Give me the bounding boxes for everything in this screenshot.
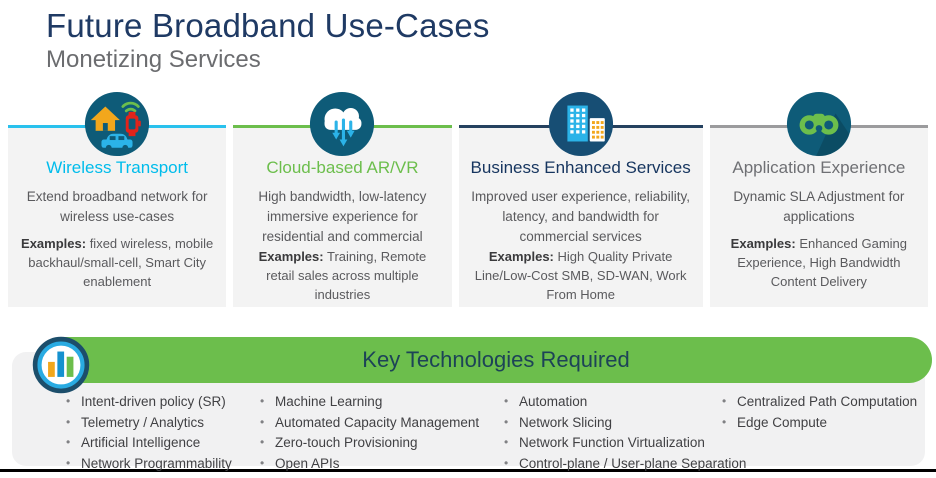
page-title: Future Broadband Use-Cases xyxy=(46,7,490,44)
use-case-cards: Wireless Transport Extend broadband netw… xyxy=(8,90,928,307)
card-examples: Examples: Training, Remote retail sales … xyxy=(245,247,439,304)
list-item: Open APIs xyxy=(258,456,479,471)
card-examples: Examples: fixed wireless, mobile backhau… xyxy=(20,234,214,291)
bottom-divider xyxy=(0,469,936,472)
key-technologies-banner: Key Technologies Required xyxy=(60,337,932,383)
card-examples: Examples: Enhanced Gaming Experience, Hi… xyxy=(722,234,916,291)
header: Future Broadband Use-Cases Monetizing Se… xyxy=(46,6,490,74)
cloud-download-icon xyxy=(310,91,375,157)
list-item: Telemetry / Analytics xyxy=(64,415,232,430)
card-description: Improved user experience, reliability, l… xyxy=(471,189,691,244)
key-tech-column-3: Automation Network Slicing Network Funct… xyxy=(502,394,746,476)
card-title: Application Experience xyxy=(732,158,906,177)
card-wireless-transport: Wireless Transport Extend broadband netw… xyxy=(8,90,227,307)
examples-label: Examples: xyxy=(730,236,796,251)
card-description: Dynamic SLA Adjustment for applications xyxy=(733,189,905,224)
list-item: Machine Learning xyxy=(258,394,479,409)
list-item: Automation xyxy=(502,394,746,409)
bar-chart-icon xyxy=(32,336,90,394)
smart-city-icon xyxy=(85,91,150,157)
card-business-enhanced-services: Business Enhanced Services Improved user… xyxy=(458,90,703,307)
list-item: Network Programmability xyxy=(64,456,232,471)
card-examples: Examples: High Quality Private Line/Low-… xyxy=(471,247,691,304)
list-item: Centralized Path Computation xyxy=(720,394,917,409)
examples-label: Examples: xyxy=(21,236,87,251)
list-item: Network Slicing xyxy=(502,415,746,430)
card-application-experience: Application Experience Dynamic SLA Adjus… xyxy=(709,90,928,307)
key-tech-column-4: Centralized Path Computation Edge Comput… xyxy=(720,394,917,435)
card-body: Cloud-based AR/VR High bandwidth, low-la… xyxy=(233,125,452,307)
list-item: Intent-driven policy (SR) xyxy=(64,394,232,409)
binoculars-icon xyxy=(786,91,851,157)
key-tech-column-2: Machine Learning Automated Capacity Mana… xyxy=(258,394,479,476)
examples-label: Examples: xyxy=(488,249,554,264)
card-title: Business Enhanced Services xyxy=(470,158,691,177)
list-item: Edge Compute xyxy=(720,415,917,430)
card-description: High bandwidth, low-latency immersive ex… xyxy=(258,189,427,244)
page-subtitle: Monetizing Services xyxy=(46,46,261,73)
list-item: Automated Capacity Management xyxy=(258,415,479,430)
examples-text: Enhanced Gaming Experience, High Bandwid… xyxy=(737,236,908,289)
examples-text: Training, Remote retail sales across mul… xyxy=(266,249,427,302)
key-tech-column-1: Intent-driven policy (SR) Telemetry / An… xyxy=(64,394,232,476)
card-title: Cloud-based AR/VR xyxy=(266,158,419,177)
examples-label: Examples: xyxy=(258,249,324,264)
examples-text: High Quality Private Line/Low-Cost SMB, … xyxy=(474,249,687,302)
list-item: Network Function Virtualization xyxy=(502,435,746,450)
card-description: Extend broadband network for wireless us… xyxy=(26,189,208,224)
examples-text: fixed wireless, mobile backhaul/small-ce… xyxy=(28,236,214,289)
list-item: Artificial Intelligence xyxy=(64,435,232,450)
card-cloud-arvr: Cloud-based AR/VR High bandwidth, low-la… xyxy=(233,90,452,307)
list-item: Zero-touch Provisioning xyxy=(258,435,479,450)
list-item: Control-plane / User-plane Separation xyxy=(502,456,746,471)
buildings-icon xyxy=(548,91,613,157)
card-title: Wireless Transport xyxy=(46,158,188,177)
